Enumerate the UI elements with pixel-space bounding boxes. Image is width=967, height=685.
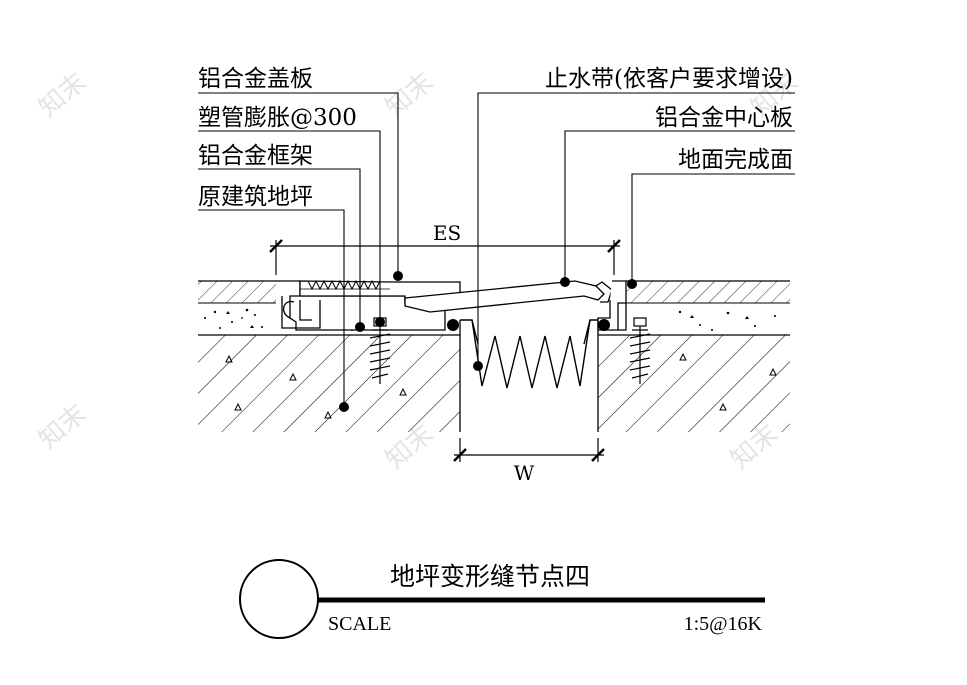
dimension-w: [453, 438, 605, 462]
label-center-plate: 铝合金中心板: [655, 105, 793, 131]
waterstop: [460, 319, 598, 389]
label-original-slab: 原建筑地坪: [198, 184, 313, 210]
right-frame: [597, 280, 627, 331]
label-plastic-anchor: 塑管膨胀@300: [198, 105, 357, 131]
gaskets: [447, 319, 610, 331]
title-block: 地坪变形缝节点四 SCALE 1:5@16K: [239, 559, 765, 639]
anchor-right: [629, 317, 651, 384]
label-waterstop: 止水带(依客户要求增设): [545, 66, 793, 92]
left-slab: [198, 280, 461, 432]
label-cover-plate: 铝合金盖板: [198, 66, 313, 92]
leaders-left: [198, 92, 399, 407]
dimension-es-label: ES: [433, 221, 461, 245]
watermark: 知末: [33, 399, 92, 455]
leader-dots-left: [339, 271, 403, 412]
label-finished-floor: 地面完成面: [678, 147, 793, 173]
right-slab: [597, 280, 790, 432]
dimension-es: [269, 239, 621, 275]
watermark: 知末: [380, 67, 439, 123]
scale-value: 1:5@16K: [684, 613, 763, 635]
scale-label: SCALE: [328, 613, 391, 635]
label-frame: 铝合金框架: [198, 143, 313, 169]
leader-dots-right: [473, 277, 637, 371]
leaders-right: [477, 92, 795, 366]
dimension-w-label: W: [514, 461, 535, 485]
watermark: 知末: [33, 67, 92, 123]
drawing-title: 地坪变形缝节点四: [390, 562, 590, 591]
